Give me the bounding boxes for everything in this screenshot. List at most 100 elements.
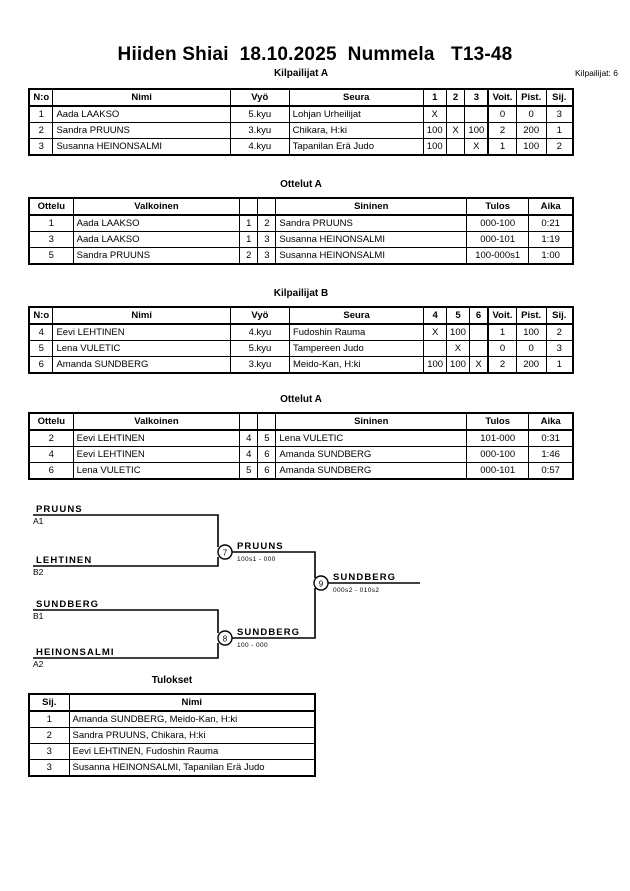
- bracket-nodes: 7 8 9: [217, 544, 329, 646]
- bracket-node-9-circle: [313, 575, 329, 591]
- col-aika: Aika: [528, 412, 574, 431]
- cell-m2: X: [445, 122, 466, 139]
- bracket-entry-4-seed: A2: [33, 659, 44, 669]
- bracket-entry-1-seed: A1: [33, 516, 44, 526]
- col-tulos: Tulos: [466, 412, 530, 431]
- cell-m1: X: [422, 105, 447, 123]
- matches-b-table: Ottelu Valkoinen Sininen Tulos Aika 2 Ee…: [28, 412, 574, 480]
- cell-m3: [464, 105, 489, 123]
- col-n1: [239, 197, 259, 216]
- bracket-node-9-score: 000s2 - 010s2: [333, 587, 379, 594]
- cell-vyo: 3.kyu: [229, 356, 290, 374]
- cell-seura: Tampereen Judo: [288, 340, 425, 357]
- cell-nimi: Susanna HEINONSALMI, Tapanilan Erä Judo: [68, 759, 316, 777]
- section-title-results: Tulokset: [151, 675, 193, 686]
- entrants-count: Kilpailijat: 6: [575, 68, 618, 78]
- cell-m4: 100: [423, 356, 448, 374]
- bracket-node-7-circle: [217, 544, 233, 560]
- cell-vyo: 4.kyu: [229, 138, 290, 156]
- col-n2: [257, 412, 277, 431]
- cell-m3: 100: [464, 122, 489, 139]
- cell-nimi: Sandra PRUUNS, Chikara, H:ki: [68, 727, 316, 744]
- cell-valkoinen: Lena VULETIC: [72, 462, 241, 480]
- cell-no: 6: [28, 356, 54, 374]
- cell-nimi: Sandra PRUUNS: [52, 122, 231, 139]
- cell-sininen: Amanda SUNDBERG: [275, 446, 468, 463]
- cell-n2: 6: [257, 462, 277, 480]
- table-row: 4 Eevi LEHTINEN 4 6 Amanda SUNDBERG 000-…: [28, 446, 574, 463]
- pool-a-table: N:o Nimi Vyö Seura 1 2 3 Voit. Pist. Sij…: [28, 88, 574, 156]
- cell-aika: 0:31: [528, 429, 574, 447]
- cell-no: 2: [28, 122, 54, 139]
- cell-valkoinen: Eevi LEHTINEN: [72, 429, 241, 447]
- col-ottelu: Ottelu: [28, 197, 74, 216]
- col-m4: 4: [423, 306, 448, 325]
- cell-sij: 3: [545, 105, 574, 123]
- col-valkoinen: Valkoinen: [72, 197, 241, 216]
- cell-n1: 1: [239, 231, 259, 248]
- cell-m2: [445, 138, 466, 156]
- cell-sij: 1: [545, 122, 574, 139]
- cell-vyo: 3.kyu: [229, 122, 290, 139]
- cell-ottelu: 6: [28, 462, 74, 480]
- cell-n1: 4: [239, 446, 259, 463]
- bracket-line-semi-1-out: [232, 551, 316, 578]
- cell-voit: 2: [487, 356, 517, 374]
- matches-a-table: Ottelu Valkoinen Sininen Tulos Aika 1 Aa…: [28, 197, 574, 265]
- cell-sij: 1: [545, 356, 574, 374]
- cell-n2: 2: [257, 214, 277, 232]
- cell-nimi: Eevi LEHTINEN: [52, 323, 231, 341]
- col-nimi: Nimi: [52, 88, 231, 107]
- table-row: 3 Susanna HEINONSALMI, Tapanilan Erä Jud…: [28, 759, 316, 777]
- table-row: 6 Amanda SUNDBERG 3.kyu Meido-Kan, H:ki …: [28, 356, 574, 374]
- cell-n2: 3: [257, 247, 277, 265]
- cell-m4: X: [423, 323, 448, 341]
- col-n2: [257, 197, 277, 216]
- section-title-matches-a: Ottelut A: [280, 179, 322, 190]
- section-title-pool-a: Kilpailijat A: [273, 68, 329, 79]
- bracket-entry-3-name: SUNDBERG: [36, 599, 99, 610]
- cell-valkoinen: Sandra PRUUNS: [72, 247, 241, 265]
- table-header-row: Ottelu Valkoinen Sininen Tulos Aika: [28, 197, 574, 216]
- cell-sininen: Susanna HEINONSALMI: [275, 247, 468, 265]
- cell-m1: 100: [422, 138, 447, 156]
- elimination-bracket: 7 8 9 PRUUNS A1 LEHTINEN B2 SUNDBERG B1 …: [0, 495, 460, 670]
- cell-aika: 1:00: [528, 247, 574, 265]
- bracket-line-entry-4: [33, 643, 219, 659]
- cell-n1: 2: [239, 247, 259, 265]
- col-m6: 6: [468, 306, 489, 325]
- col-no: N:o: [28, 88, 54, 107]
- col-tulos: Tulos: [466, 197, 530, 216]
- cell-seura: Tapanilan Erä Judo: [288, 138, 424, 156]
- table-header-row: Sij. Nimi: [28, 693, 316, 712]
- bracket-node-8-circle: [217, 630, 233, 646]
- cell-nimi: Lena VULETIC: [52, 340, 231, 357]
- cell-seura: Chikara, H:ki: [288, 122, 424, 139]
- col-aika: Aika: [528, 197, 574, 216]
- cell-valkoinen: Aada LAAKSO: [72, 214, 241, 232]
- cell-sij: 2: [28, 727, 70, 744]
- cell-sij: 1: [28, 710, 70, 728]
- cell-no: 4: [28, 323, 54, 341]
- col-m3: 3: [464, 88, 489, 107]
- cell-m6: X: [468, 356, 489, 374]
- col-seura: Seura: [288, 306, 425, 325]
- cell-n2: 5: [257, 429, 277, 447]
- cell-tulos: 100-000s1: [466, 247, 530, 265]
- col-seura: Seura: [288, 88, 424, 107]
- section-title-matches-b: Ottelut A: [280, 394, 322, 405]
- cell-m6: [468, 340, 489, 357]
- bracket-line-entry-2: [33, 557, 219, 567]
- cell-m3: X: [464, 138, 489, 156]
- cell-ottelu: 5: [28, 247, 74, 265]
- col-vyo: Vyö: [229, 306, 290, 325]
- bracket-node-9-winner: SUNDBERG: [333, 572, 396, 583]
- col-m2: 2: [445, 88, 466, 107]
- cell-n1: 1: [239, 214, 259, 232]
- cell-sij: 2: [545, 323, 574, 341]
- col-valkoinen: Valkoinen: [72, 412, 241, 431]
- section-title-pool-b: Kilpailijat B: [273, 288, 329, 299]
- cell-vyo: 4.kyu: [229, 323, 290, 341]
- bracket-node-8-score: 100 - 000: [237, 642, 268, 649]
- col-pist: Pist.: [515, 88, 547, 107]
